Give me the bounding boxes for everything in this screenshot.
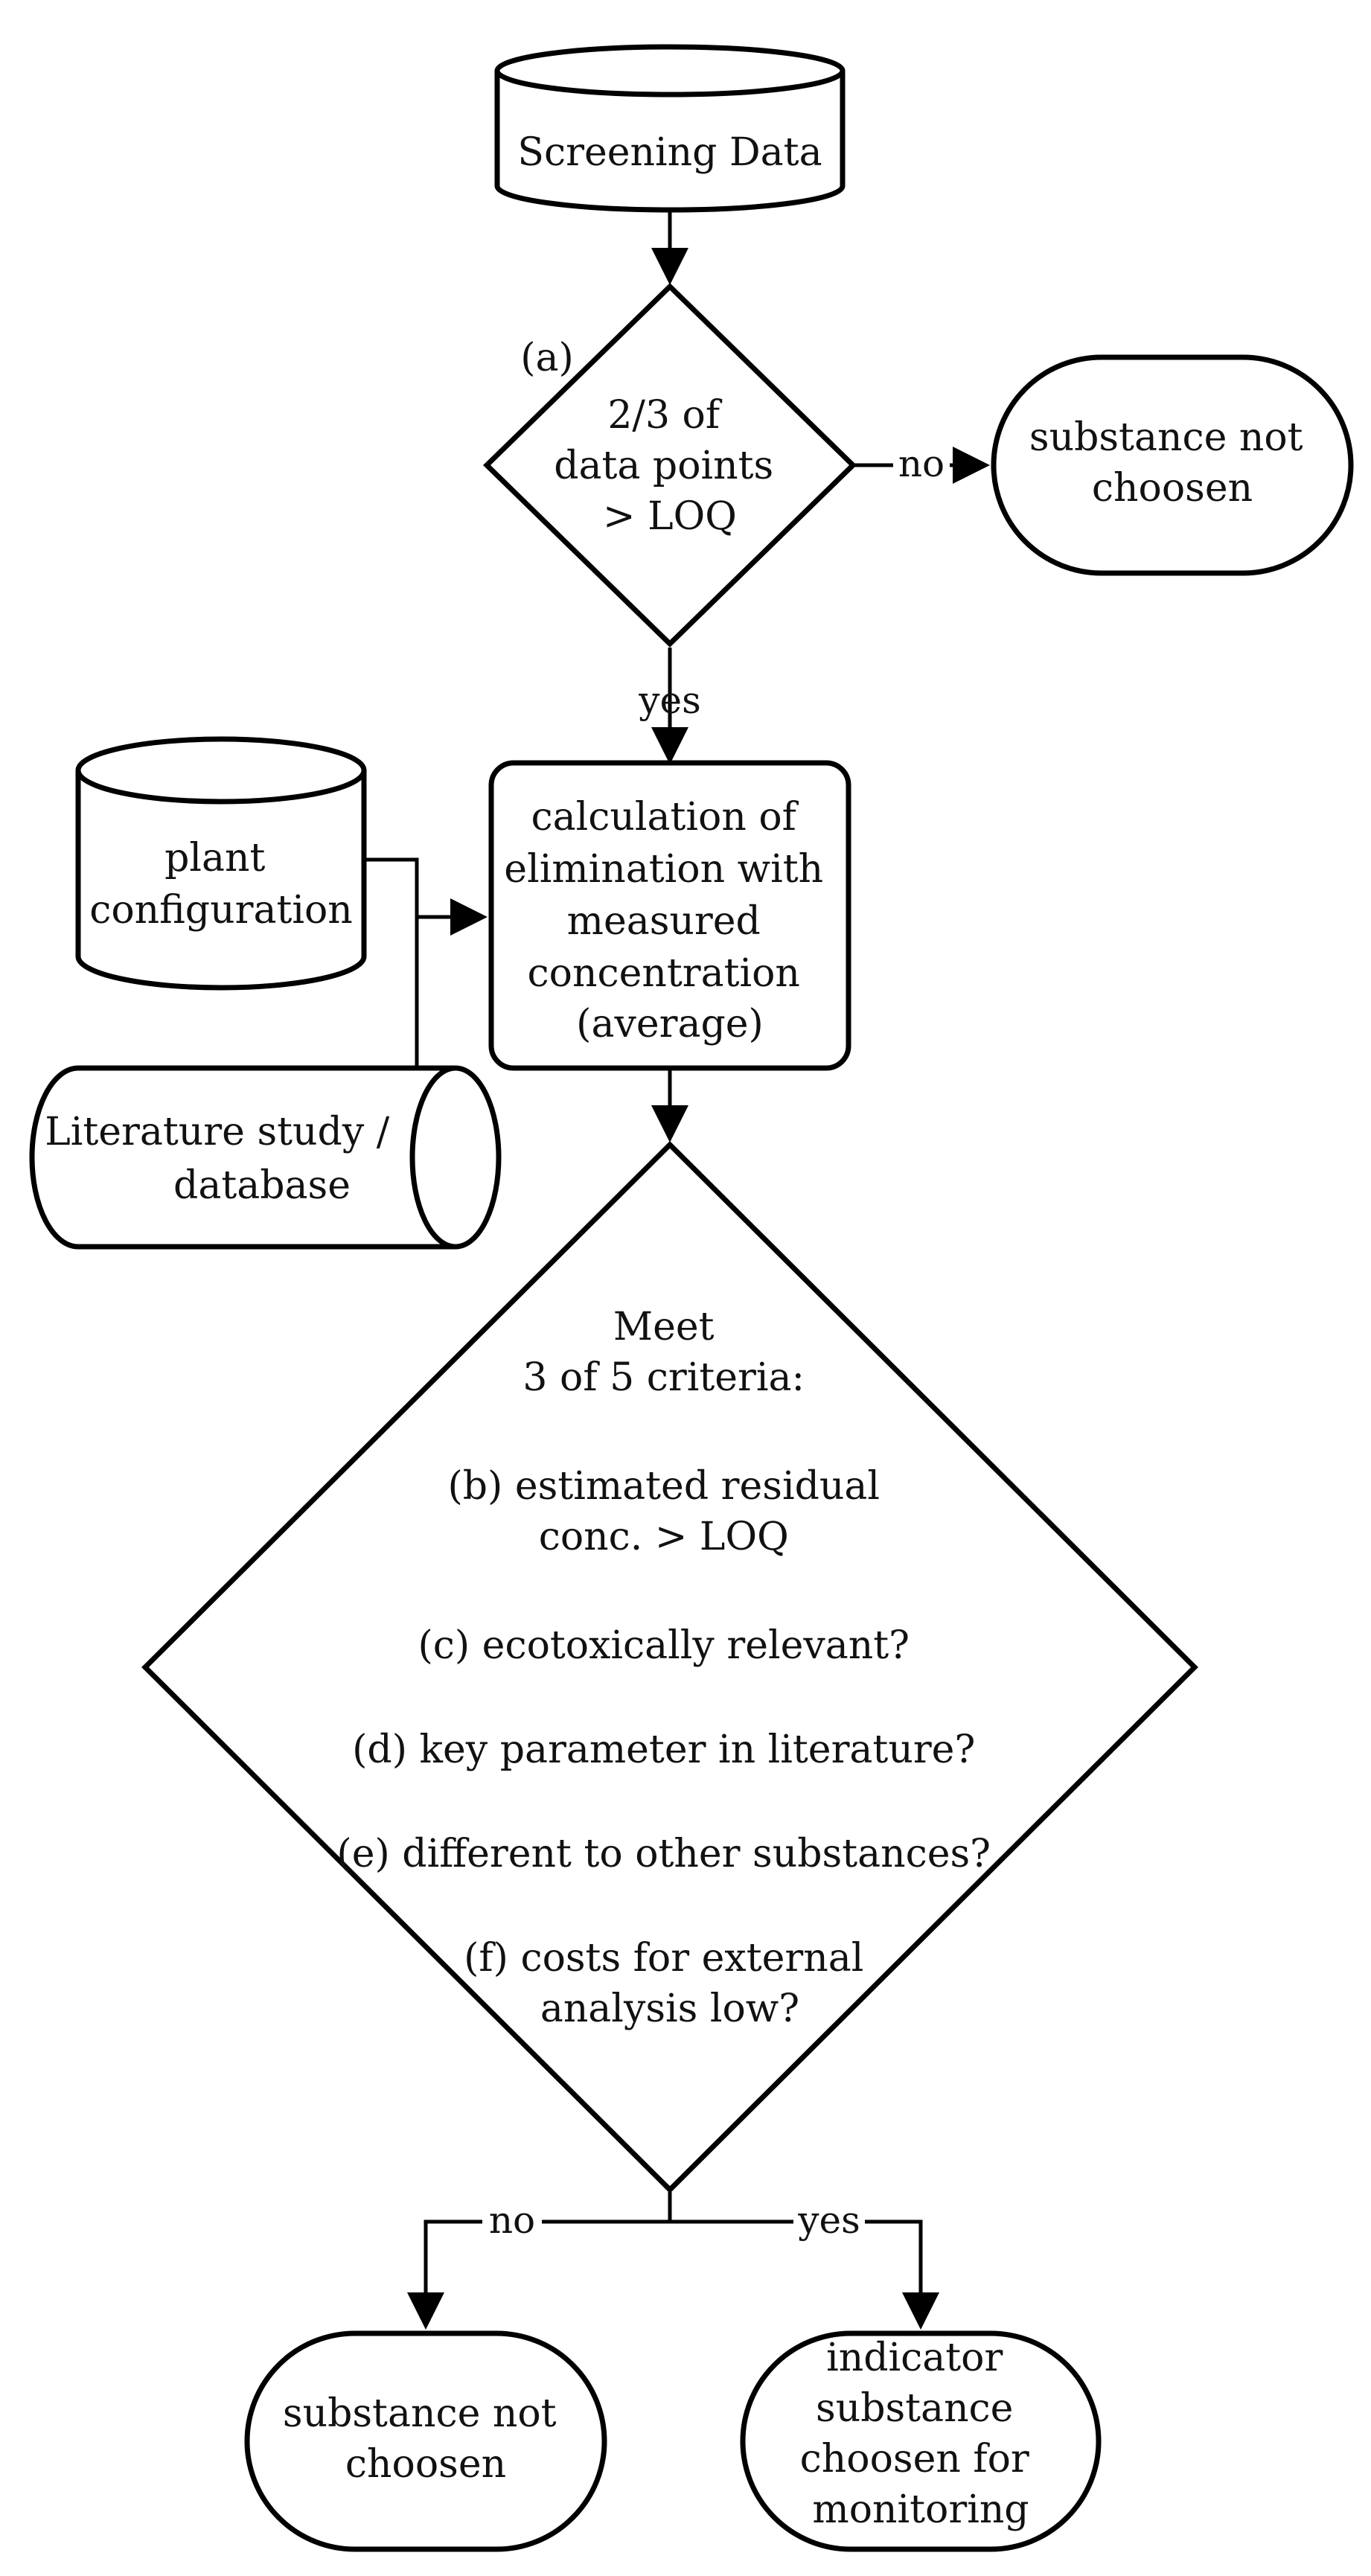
- criteria-decision-node: Meet 3 of 5 criteria: (b) estimated resi…: [141, 1141, 1198, 2193]
- plant-configuration-label: plant configuration: [89, 836, 353, 933]
- calculation-label: calculation of elimination with measured…: [504, 795, 835, 1046]
- edge-label-a-no: no: [898, 442, 945, 485]
- indicator-chosen-node: indicator substance choosen for monitori…: [740, 2330, 1102, 2552]
- not-chosen-bottom-label: substance not choosen: [283, 2391, 569, 2487]
- calculation-node: calculation of elimination with measured…: [488, 760, 851, 1071]
- screening-data-label: Screening Data: [517, 130, 822, 175]
- edge-labels: no yes no yes: [482, 442, 950, 2242]
- decision-a-node: (a) 2/3 of data points > LOQ: [482, 283, 857, 648]
- edge-label-a-yes: yes: [638, 679, 701, 722]
- not-chosen-top-label: substance not choosen: [1029, 415, 1315, 511]
- screening-data-node: Screening Data: [494, 44, 846, 213]
- not-chosen-top-node: substance not choosen: [991, 354, 1354, 576]
- edge-label-criteria-no: no: [489, 2199, 535, 2242]
- not-chosen-bottom-node: substance not choosen: [244, 2330, 607, 2552]
- arrow-criteria-no: [407, 2192, 672, 2330]
- plant-configuration-node: plant configuration: [75, 736, 367, 991]
- decision-a-marker: (a): [520, 336, 574, 380]
- arrow-criteria-yes: [670, 2219, 939, 2330]
- indicator-chosen-label: indicator substance choosen for monitori…: [800, 2336, 1042, 2532]
- edge-label-criteria-yes: yes: [797, 2199, 860, 2242]
- literature-study-node: Literature study / database: [29, 1065, 502, 1250]
- connector-plant-configuration: [363, 857, 419, 917]
- decision-a-label: 2/3 of data points > LOQ: [554, 393, 786, 539]
- connectors: [363, 212, 990, 2330]
- literature-study-label: Literature study / database: [45, 1110, 402, 1208]
- criteria-label: Meet 3 of 5 criteria: (b) estimated resi…: [336, 1305, 1003, 2031]
